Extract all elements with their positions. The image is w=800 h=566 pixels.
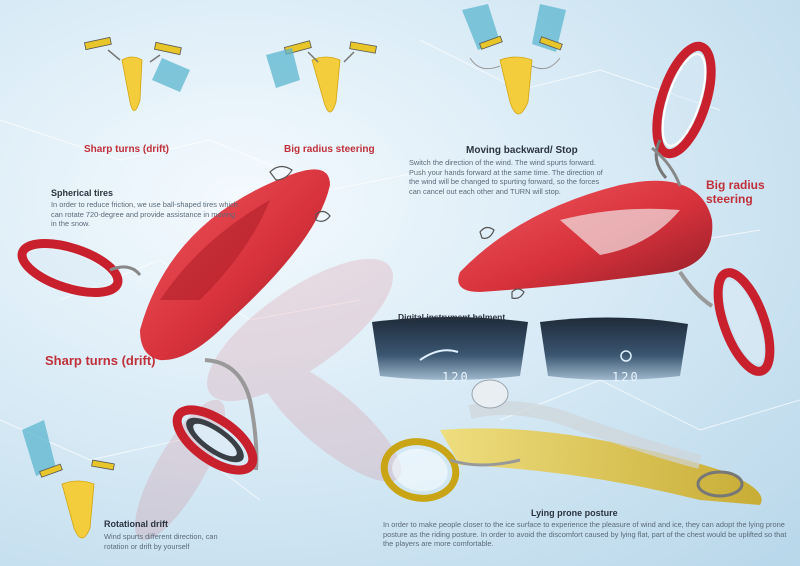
- digital-instrument-title: Digital instrument helment: [398, 312, 506, 322]
- caption-big-radius-top: Big radius steering: [284, 144, 375, 155]
- sharp-turn-drift-icon: [83, 36, 190, 111]
- sharp-turns-label: Sharp turns (drift): [45, 353, 156, 368]
- vehicle-right-red: [458, 146, 775, 376]
- prone-rider-sled: [380, 379, 762, 505]
- big-radius-steering-icon: [266, 40, 377, 113]
- spherical-tires-description: In order to reduce friction, we use ball…: [51, 200, 238, 229]
- hud-visor-panels: [372, 317, 688, 380]
- rotational-drift-description: Wind spurts different direction, can rot…: [104, 532, 218, 551]
- hud-speed-left: 120: [442, 370, 470, 384]
- lying-prone-description: In order to make people closer to the ic…: [383, 520, 787, 549]
- front-ring-top-right: [652, 41, 716, 179]
- lying-prone-title: Lying prone posture: [531, 508, 618, 518]
- spherical-tires-title: Spherical tires: [51, 188, 114, 198]
- moving-backward-stop-icon: [462, 4, 566, 115]
- rotational-drift-icon: [22, 420, 115, 539]
- moving-backward-description: Switch the direction of the wind. The wi…: [409, 158, 603, 196]
- rotational-drift-title: Rotational drift: [104, 519, 168, 529]
- caption-sharp-turns-top: Sharp turns (drift): [84, 144, 169, 155]
- big-radius-steering-label: Big radius steering: [706, 178, 765, 206]
- moving-backward-title: Moving backward/ Stop: [466, 145, 578, 156]
- vehicle-left-red: [17, 165, 331, 475]
- hud-speed-right: 120: [612, 370, 640, 384]
